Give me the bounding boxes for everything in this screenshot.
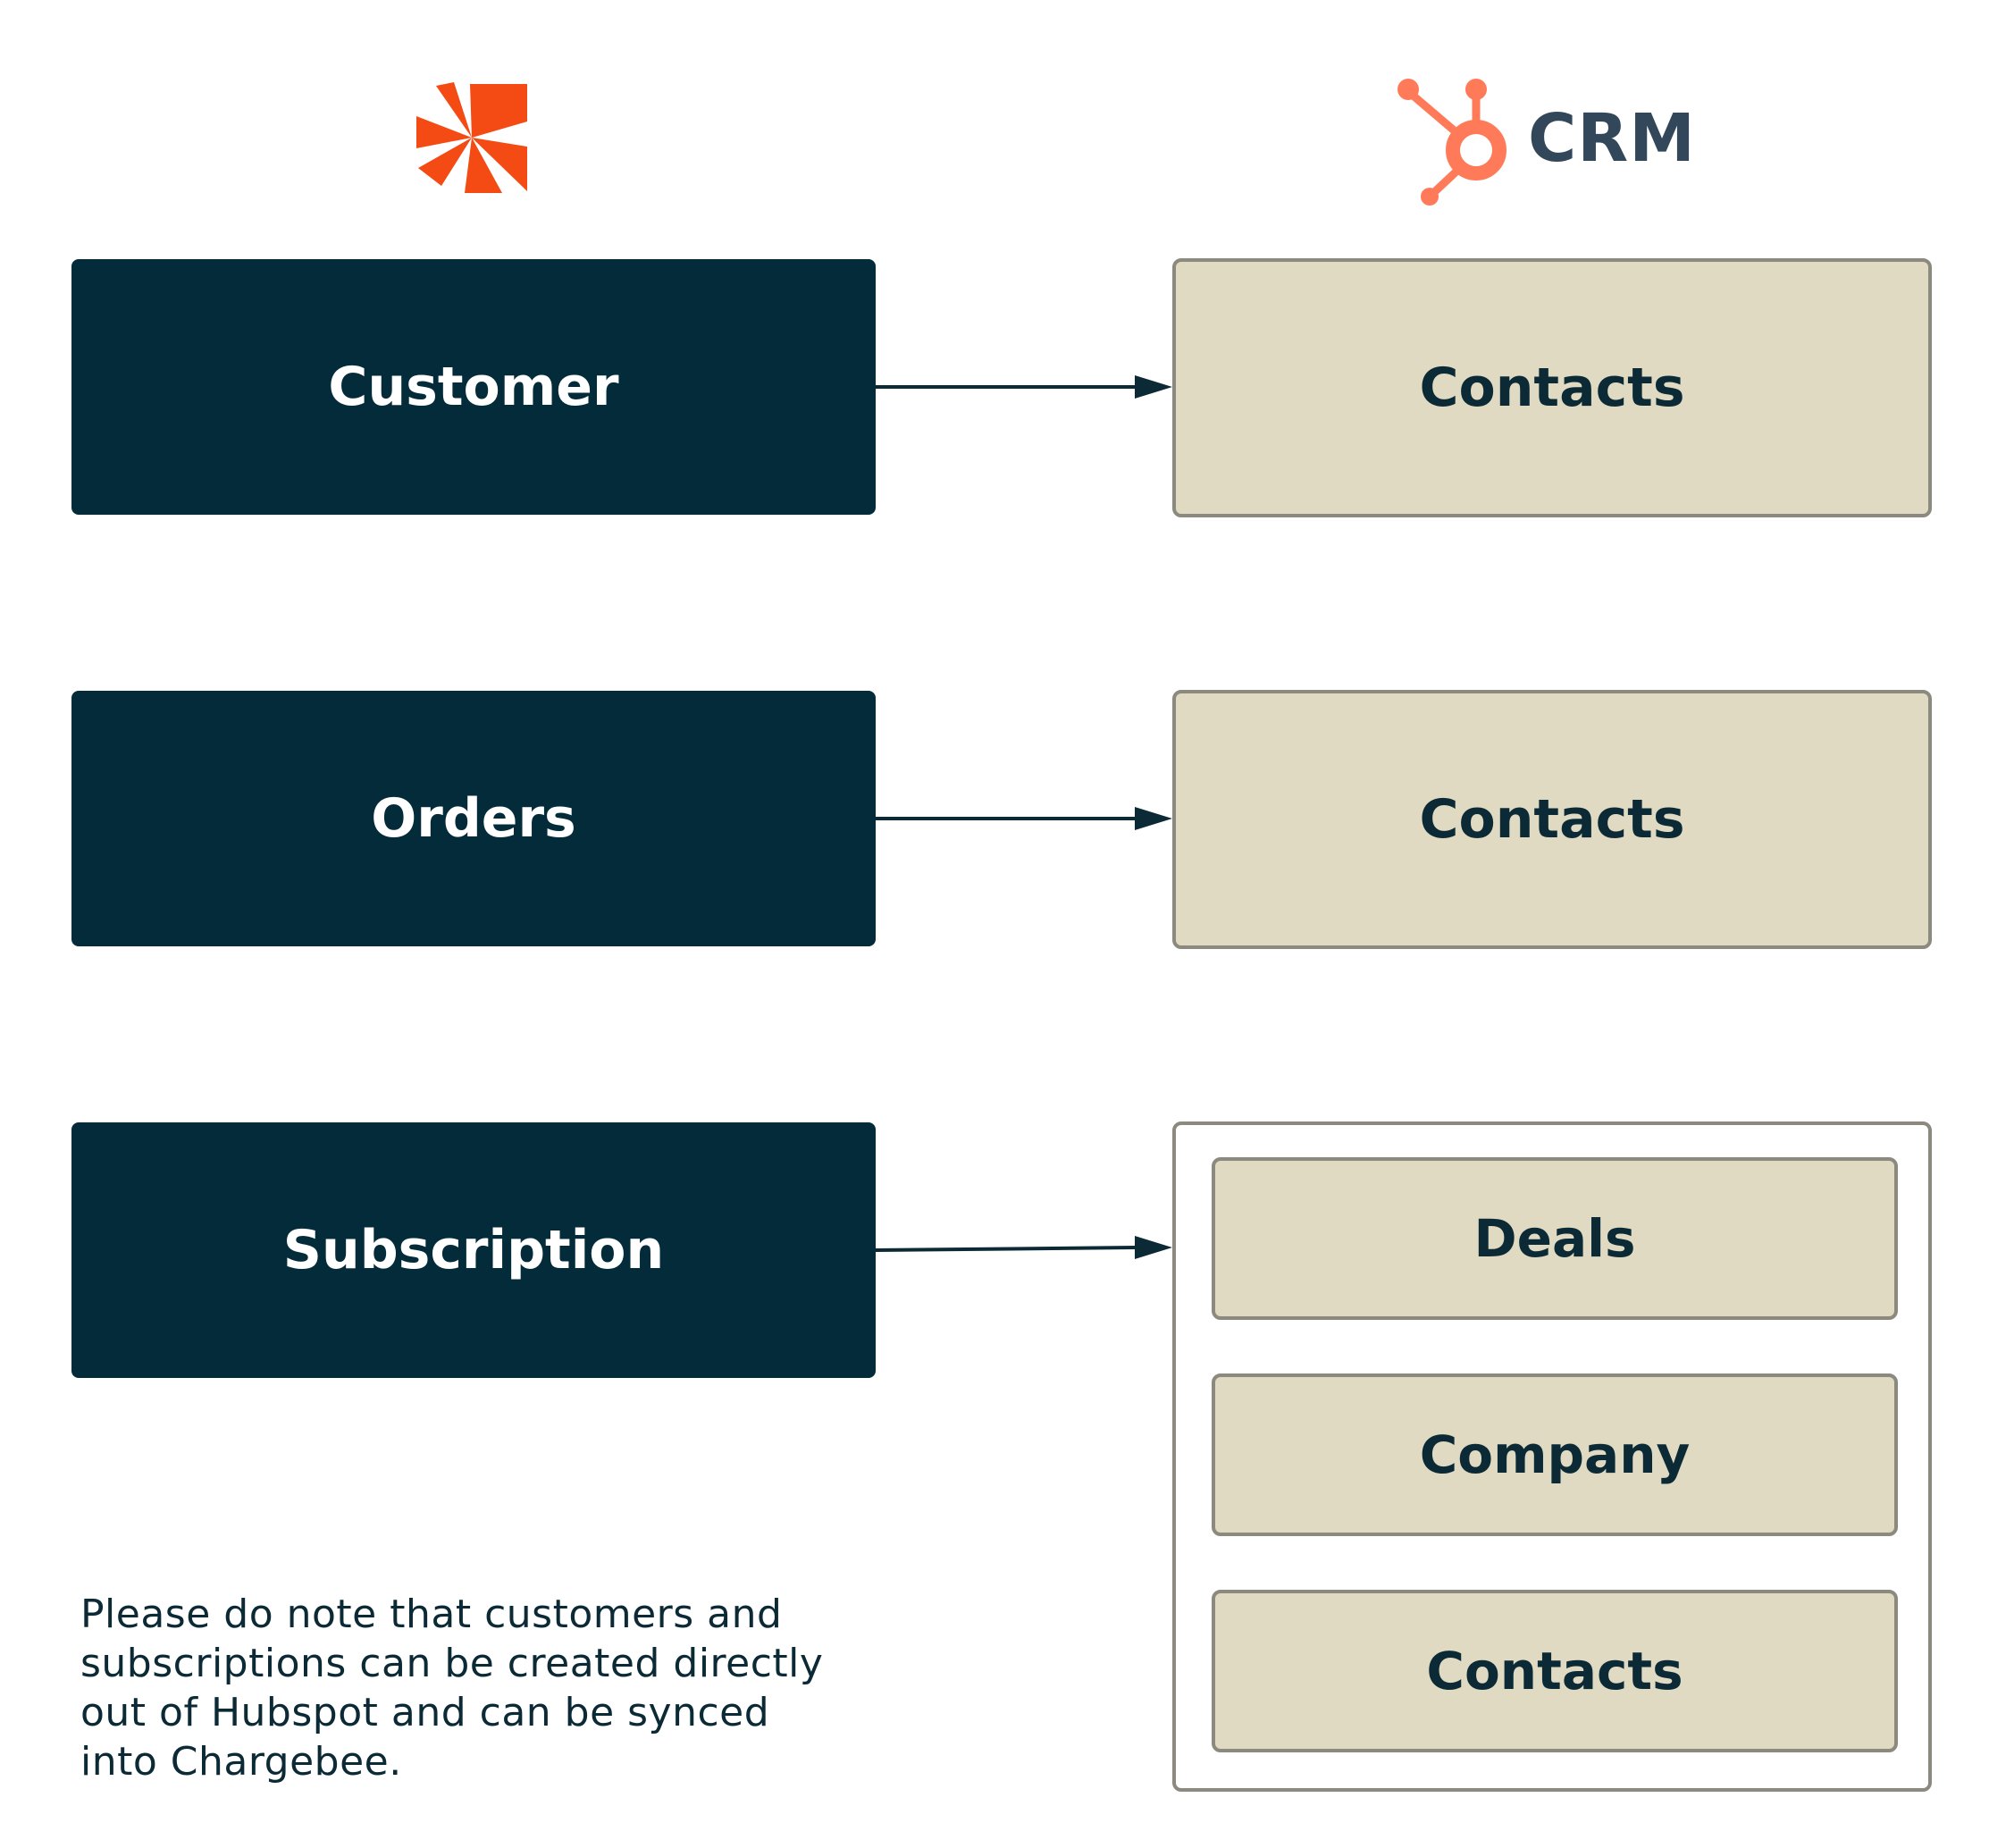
target-box-contacts-1: Contacts [1172, 258, 1932, 517]
source-box-subscription: Subscription [71, 1122, 876, 1378]
arrowhead-orders [1135, 807, 1172, 830]
target-box-company: Company [1212, 1373, 1898, 1536]
arrowhead-customer [1135, 375, 1172, 399]
hubspot-sprocket-icon [1397, 79, 1506, 206]
crm-label: CRM [1528, 100, 1696, 177]
arrowhead-subscription [1135, 1236, 1172, 1259]
source-box-customer: Customer [71, 259, 876, 515]
arrow-subscription-group [875, 1246, 1140, 1252]
sync-note: Please do note that customers and subscr… [80, 1592, 824, 1785]
target-box-deals: Deals [1212, 1157, 1898, 1320]
chargebee-logo-icon [416, 82, 527, 193]
target-box-contacts-2: Contacts [1172, 690, 1932, 949]
target-group-subscription: Deals Company Contacts [1172, 1121, 1932, 1792]
target-box-contacts-3: Contacts [1212, 1590, 1898, 1752]
source-box-orders: Orders [71, 691, 876, 946]
